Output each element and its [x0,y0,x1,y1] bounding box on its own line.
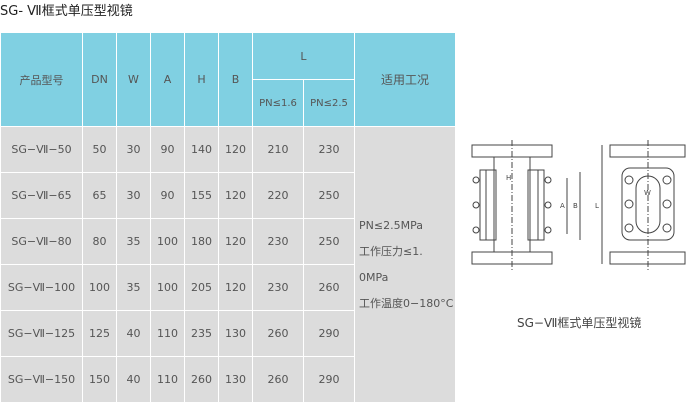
cell-l-pn16: 260 [252,356,304,403]
cell-a: 90 [150,172,185,219]
cell-w: 40 [116,356,151,403]
cell-a: 90 [150,126,185,173]
label-a: A [560,202,565,210]
cell-l-pn25: 290 [303,310,355,357]
cell-l-pn25: 230 [303,126,355,173]
cell-model: SG−Ⅶ−50 [0,126,83,173]
cell-l-pn16: 220 [252,172,304,219]
cell-dn: 150 [82,356,117,403]
cell-a: 110 [150,310,185,357]
header-dn: DN [82,32,117,127]
cell-model: SG−Ⅶ−80 [0,218,83,265]
cell-dn: 125 [82,310,117,357]
cell-l-pn25: 250 [303,218,355,265]
cell-dn: 50 [82,126,117,173]
cell-dn: 80 [82,218,117,265]
header-l-pn25: PN≤2.5 [303,79,355,127]
cell-dn: 65 [82,172,117,219]
cell-conditions: PN≤2.5MPa 工作压力≤1. 0MPa 工作温度0−180°C [354,126,456,403]
header-w: W [116,32,151,127]
cell-b: 120 [218,126,253,173]
cell-a: 110 [150,356,185,403]
cell-h: 155 [184,172,219,219]
cell-l-pn16: 210 [252,126,304,173]
cell-l-pn25: 260 [303,264,355,311]
label-b: B [573,202,578,210]
cell-h: 260 [184,356,219,403]
label-h: H [506,174,511,182]
cell-l-pn16: 230 [252,218,304,265]
header-b: B [218,32,253,127]
condition-line: PN≤2.5MPa [359,218,423,232]
cell-h: 235 [184,310,219,357]
header-l: L [252,32,355,80]
cell-b: 130 [218,356,253,403]
cell-w: 40 [116,310,151,357]
side-view [471,140,603,270]
cell-a: 100 [150,218,185,265]
condition-line: 0MPa [359,270,389,284]
cell-l-pn25: 250 [303,172,355,219]
condition-line: 工作温度0−180°C [359,296,454,310]
cell-model: SG−Ⅶ−100 [0,264,83,311]
label-w: W [644,189,651,197]
cell-model: SG−Ⅶ−65 [0,172,83,219]
cell-w: 30 [116,126,151,173]
figure-caption: SG−Ⅶ框式单压型视镜 [517,316,642,330]
cell-b: 130 [218,310,253,357]
cell-l-pn25: 290 [303,356,355,403]
cell-model: SG−Ⅶ−150 [0,356,83,403]
cell-b: 120 [218,172,253,219]
cell-b: 120 [218,218,253,265]
page-title: SG- Ⅶ框式单压型视镜 [0,4,133,19]
condition-line: 工作压力≤1. [359,244,423,258]
cell-h: 180 [184,218,219,265]
cell-w: 35 [116,218,151,265]
label-l: L [595,202,599,210]
header-conditions: 适用工况 [354,32,456,127]
sight-glass-drawing: H A B L W [471,140,686,270]
spec-table: 产品型号 DN W A H B L 适用工况 PN≤1.6 PN≤2.5 SG−… [0,32,456,403]
front-view [609,140,686,270]
cell-l-pn16: 260 [252,310,304,357]
header-l-pn16: PN≤1.6 [252,79,304,127]
header-model: 产品型号 [0,32,83,127]
cell-h: 140 [184,126,219,173]
cell-a: 100 [150,264,185,311]
cell-h: 205 [184,264,219,311]
header-h: H [184,32,219,127]
cell-model: SG−Ⅶ−125 [0,310,83,357]
cell-w: 35 [116,264,151,311]
cell-w: 30 [116,172,151,219]
cell-b: 120 [218,264,253,311]
header-a: A [150,32,185,127]
cell-dn: 100 [82,264,117,311]
cell-l-pn16: 230 [252,264,304,311]
